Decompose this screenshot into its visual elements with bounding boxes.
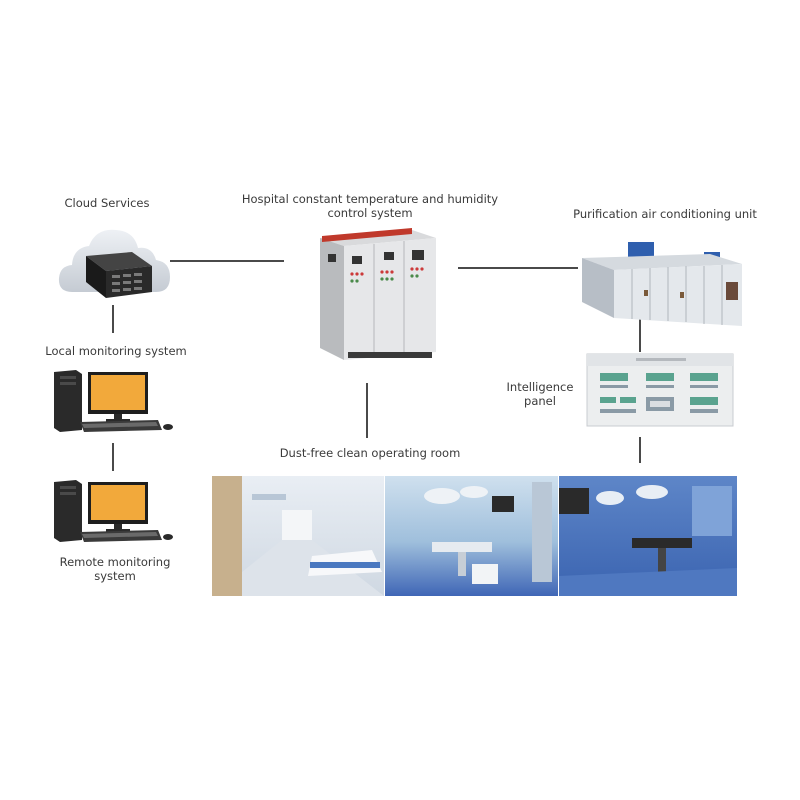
control-system-label-line1: Hospital constant temperature and humidi… xyxy=(241,192,499,206)
operating-room-photos xyxy=(212,476,737,596)
cloud-server-icon xyxy=(56,222,176,300)
purification-unit-label: Purification air conditioning unit xyxy=(573,207,757,221)
corridor-photo xyxy=(212,476,384,596)
connector-panel-room xyxy=(639,437,641,463)
connector-cloud-local xyxy=(112,305,114,333)
control-cabinet-icon xyxy=(316,224,440,364)
connector-local-remote xyxy=(112,443,114,471)
connector-control-room xyxy=(366,383,368,438)
intelligence-panel-label: Intelligence panel xyxy=(498,380,582,408)
purification-unit-icon xyxy=(580,238,746,334)
control-system-label: Hospital constant temperature and humidi… xyxy=(225,192,515,220)
intelligence-panel-label-line2: panel xyxy=(524,394,556,408)
operating-room-photo-1 xyxy=(385,476,558,596)
remote-computer-icon xyxy=(50,478,178,546)
remote-monitoring-label-line1: Remote monitoring xyxy=(59,555,171,569)
local-monitoring-label: Local monitoring system xyxy=(45,344,187,358)
intelligence-panel-icon xyxy=(586,353,736,429)
operating-room-label: Dust-free clean operating room xyxy=(279,446,461,460)
control-system-label-line2: control system xyxy=(327,206,413,220)
cloud-services-label: Cloud Services xyxy=(64,196,150,210)
remote-monitoring-label-line2: system xyxy=(94,569,136,583)
operating-room-photo-2 xyxy=(559,476,737,596)
connector-purification-panel xyxy=(639,316,641,352)
connector-cloud-control xyxy=(170,260,284,262)
intelligence-panel-label-line1: Intelligence xyxy=(506,380,574,394)
local-computer-icon xyxy=(50,368,178,436)
remote-monitoring-label: Remote monitoring system xyxy=(50,555,180,583)
connector-control-purification xyxy=(458,267,578,269)
